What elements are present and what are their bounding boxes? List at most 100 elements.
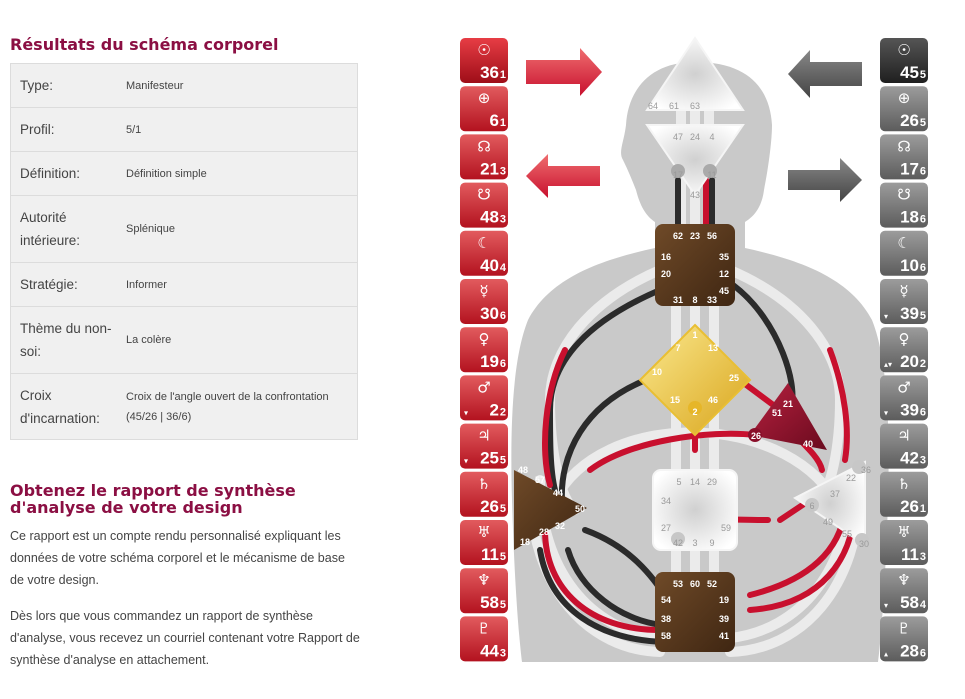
gate-label: 35 — [719, 252, 729, 262]
planet-gate: 39 — [900, 304, 919, 323]
moon-icon: ☾ — [477, 234, 490, 252]
gate-label: 9 — [709, 538, 714, 548]
planet-line: 5 — [920, 117, 926, 129]
fixing-mark: ▴ — [884, 649, 888, 658]
personality-sun-arrow — [788, 50, 862, 98]
planet-gate: 58 — [900, 593, 919, 612]
planet-gate: 18 — [900, 208, 919, 227]
planet-cell-bg — [460, 327, 508, 373]
planet-line: 2 — [920, 358, 926, 370]
report-description: Ce rapport est un compte rendu personnal… — [10, 529, 345, 587]
gate-label: 39 — [719, 614, 729, 624]
planet-line: 6 — [920, 406, 926, 418]
planet-line: 3 — [500, 165, 506, 177]
gate-label: 44 — [553, 488, 563, 498]
jupiter-icon: ♃ — [477, 427, 490, 445]
table-row: Croix d'incarnation: Croix de l'angle ou… — [10, 373, 358, 440]
row-value: Définition simple — [118, 151, 358, 196]
planet-cell-bg — [880, 520, 928, 565]
planet-gate: 11 — [481, 545, 499, 564]
planet-line: 5 — [920, 310, 926, 322]
planet-line: 6 — [920, 214, 926, 226]
planet-cell-bg — [460, 182, 508, 228]
planet-cell-bg — [460, 568, 508, 614]
gate-label: 45 — [719, 286, 729, 296]
gate-label: 42 — [673, 538, 683, 548]
gate-label: 2 — [692, 407, 697, 417]
gate-label: 3 — [692, 538, 697, 548]
planet-cell-bg — [880, 230, 928, 276]
planet-gate: 44 — [480, 641, 499, 660]
mars-icon: ♂ — [477, 378, 490, 396]
gate-label: 4 — [709, 132, 714, 142]
gate-label: 36 — [861, 465, 871, 475]
gate-label: 6 — [809, 501, 814, 511]
row-value: 5/1 — [118, 107, 358, 152]
gate-label: 62 — [673, 231, 683, 241]
planet-line: 3 — [920, 551, 926, 563]
row-label: Profil: — [10, 107, 118, 152]
planet-line: 1 — [500, 69, 506, 81]
gate-label: 38 — [661, 614, 671, 624]
planet-gate: 36 — [480, 63, 499, 82]
gate-label: 24 — [690, 132, 700, 142]
fixing-mark: ▾ — [464, 457, 468, 466]
table-row: Thème du non-soi: La colère — [10, 306, 358, 374]
gate-label: 60 — [690, 579, 700, 589]
gate-label: 63 — [690, 101, 700, 111]
gate-label: 54 — [661, 595, 671, 605]
gate-label: 19 — [719, 595, 729, 605]
results-heading: Résultats du schéma corporel — [10, 35, 279, 54]
uranus-icon: ♅ — [477, 523, 490, 541]
gate-label: 26 — [751, 431, 761, 441]
planet-line: 5 — [920, 69, 926, 81]
gate-label: 57 — [535, 475, 545, 485]
gate-label: 28 — [539, 527, 549, 537]
ajna-center — [645, 124, 745, 197]
spleen-center — [514, 470, 587, 550]
planet-line: 6 — [920, 647, 926, 659]
gate-label: 64 — [648, 101, 658, 111]
row-value: Manifesteur — [118, 63, 358, 108]
gate-label: 40 — [803, 439, 813, 449]
sun-icon: ☉ — [897, 41, 910, 59]
planet-gate: 25 — [480, 449, 499, 468]
planet-gate: 6 — [490, 111, 499, 130]
planet-cell-bg — [460, 471, 508, 517]
planet-gate: 48 — [480, 208, 499, 227]
gate-label: 30 — [859, 539, 869, 549]
gate-label: 59 — [721, 523, 731, 533]
neptune-icon: ♆ — [897, 571, 910, 589]
neptune-icon: ♆ — [477, 571, 490, 589]
gate-label: 46 — [708, 395, 718, 405]
north-node-icon: ☊ — [477, 137, 490, 155]
planet-cell-bg — [880, 568, 928, 614]
table-row: Définition: Définition simple — [10, 151, 358, 196]
gate-label: 32 — [555, 521, 565, 531]
planet-cell-bg — [880, 375, 928, 421]
gate-label: 34 — [661, 496, 671, 506]
active-channels — [537, 177, 858, 645]
planet-cell-bg — [880, 86, 928, 132]
venus-icon: ♀ — [479, 330, 490, 348]
saturn-icon: ♄ — [477, 475, 490, 493]
gate-label: 20 — [661, 269, 671, 279]
heart-center — [750, 383, 827, 450]
planet-line: 5 — [500, 599, 506, 611]
planet-cell-bg — [880, 327, 928, 373]
gate-label: 18 — [520, 537, 530, 547]
planet-line: 5 — [500, 503, 506, 515]
